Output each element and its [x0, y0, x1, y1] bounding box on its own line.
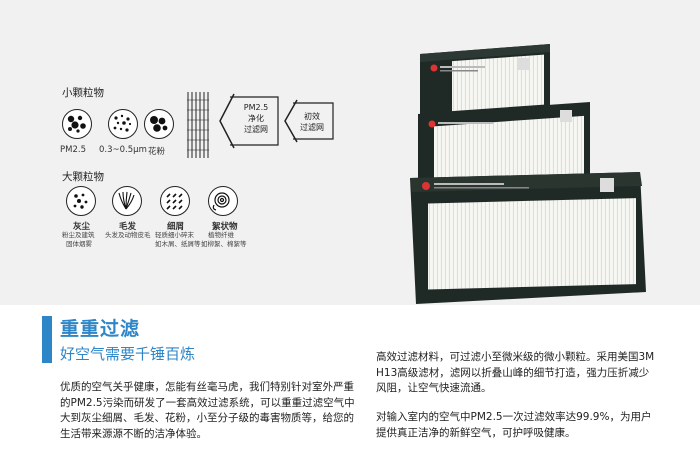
debris-desc-1: 轻质细小碎末: [155, 231, 194, 239]
fluff-label: 絮状物: [212, 222, 238, 232]
fluff-desc-2: 如柳絮、棉絮等: [201, 240, 247, 248]
pm25-stage-line-1: PM2.5: [243, 103, 269, 112]
pm25-dots-icon: [62, 109, 92, 139]
pollen-label: 花粉: [148, 147, 166, 157]
micro-label: 0.3~0.5μm: [99, 145, 147, 155]
dust-label: 灰尘: [73, 222, 91, 232]
hair-desc-1: 头发及动物皮毛: [105, 231, 151, 239]
page-title: 重重过滤: [60, 318, 141, 340]
dust-icon: [66, 186, 96, 216]
dust-desc-1: 粉尘及建筑: [62, 231, 95, 239]
pm25-label: PM2.5: [60, 145, 86, 155]
efficiency-paragraph: 对输入室内的空气中PM2.5一次过滤效率达99.9%，为用户提供真正洁净的新鲜空…: [376, 411, 652, 439]
filter-middle: [418, 102, 590, 192]
primary-stage-line-1: 初效: [304, 112, 320, 121]
small-particles-heading: 小颗粒物: [62, 87, 104, 99]
pm25-filter-stage: [218, 92, 280, 154]
filter-front: [410, 172, 646, 304]
debris-desc-2: 如木屑、纸屑等: [155, 240, 201, 248]
pollen-icon: [144, 109, 174, 139]
accent-bar: [42, 316, 52, 363]
micro-dots-icon: [108, 109, 138, 139]
pm25-stage-line-3: 过滤网: [244, 125, 268, 134]
page-subtitle: 好空气需要千锤百炼: [60, 345, 196, 363]
debris-label: 细屑: [167, 222, 185, 232]
filter-product-image: [410, 40, 660, 312]
hair-icon: [112, 186, 142, 216]
primary-filter-stage: [283, 98, 335, 148]
fluff-icon: [208, 186, 238, 216]
filter-mesh-icon: [186, 90, 210, 164]
primary-stage-line-2: 过滤网: [300, 123, 324, 132]
intro-paragraph: 优质的空气关乎健康，怎能有丝毫马虎，我们特别针对室外严重的PM2.5污染而研发了…: [60, 381, 355, 440]
large-particles-heading: 大颗粒物: [62, 171, 104, 183]
debris-icon: [160, 186, 190, 216]
hair-label: 毛发: [119, 222, 137, 232]
fluff-desc-1: 植物纤维: [208, 231, 234, 239]
material-paragraph: 高效过滤材料，可过滤小至微米级的微小颗粒。采用美国3M H13高级滤材，滤网以折…: [376, 351, 655, 394]
pm25-stage-line-2: 净化: [248, 114, 264, 123]
filter-back: [420, 44, 550, 124]
dust-desc-2: 固体烟雾: [66, 240, 92, 248]
